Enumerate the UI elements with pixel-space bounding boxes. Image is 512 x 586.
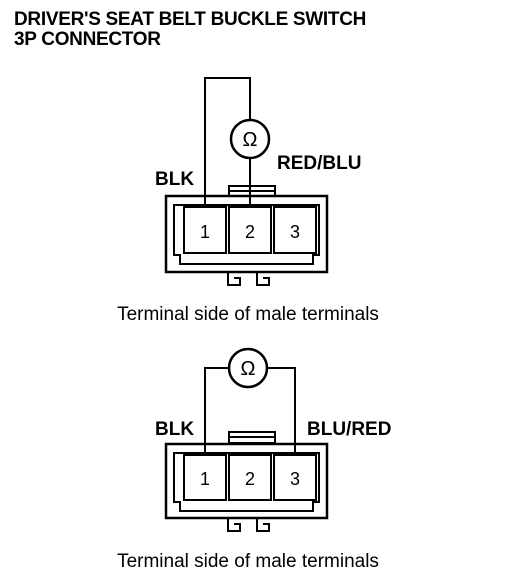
- title-line-1: DRIVER'S SEAT BELT BUCKLE SWITCH: [14, 9, 367, 30]
- connector-legs-2: [227, 518, 270, 532]
- right-wire-label-1: RED/BLU: [277, 153, 361, 174]
- ohm-label-2: Ω: [241, 358, 256, 380]
- terminal-number-1-1: 1: [200, 222, 210, 242]
- connector-housing-2: [164, 442, 329, 520]
- caption-2: Terminal side of male terminals: [117, 551, 379, 572]
- left-wire-label-1: BLK: [155, 169, 194, 190]
- terminal-cavity-1-3: [273, 206, 317, 254]
- terminal-number-1-2: 2: [245, 222, 255, 242]
- terminal-cavity-2-1: [183, 454, 227, 501]
- ohm-label-1: Ω: [243, 129, 258, 151]
- terminal-cavity-2-3: [273, 454, 317, 501]
- diagram-title: DRIVER'S SEAT BELT BUCKLE SWITCH 3P CONN…: [14, 10, 366, 50]
- ohm-icon: Ω: [241, 358, 256, 380]
- title-line-2: 3P CONNECTOR: [14, 29, 161, 50]
- terminal-number-1-3: 3: [290, 222, 300, 242]
- right-wire-label-2: BLU/RED: [307, 419, 391, 440]
- terminal-number-2-3: 3: [290, 469, 300, 489]
- ohmmeter-1: [229, 118, 271, 160]
- caption-1: Terminal side of male terminals: [117, 304, 379, 325]
- ohm-icon: Ω: [243, 129, 258, 151]
- left-wire-label-2: BLK: [155, 419, 194, 440]
- terminal-cavity-1-1: [183, 206, 227, 254]
- terminal-number-2-2: 2: [245, 469, 255, 489]
- blk-wire-1: [204, 77, 251, 206]
- connector-diagram-2: [164, 347, 329, 532]
- ohmmeter-2: [227, 347, 269, 389]
- connector-diagram-1: [164, 77, 329, 286]
- terminal-number-2-1: 1: [200, 469, 210, 489]
- terminal-cavity-2-2: [228, 454, 272, 501]
- connector-housing-1: [164, 194, 329, 274]
- blk-wire-2: [204, 367, 229, 454]
- blu-red-wire-2: [267, 367, 296, 456]
- terminal-cavity-1-2: [228, 206, 272, 254]
- connector-legs-1: [227, 272, 270, 286]
